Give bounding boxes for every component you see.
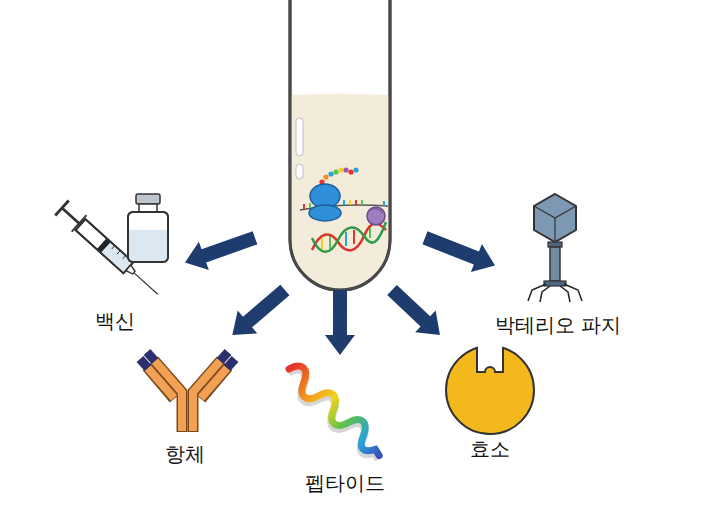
block-arrow xyxy=(387,285,440,335)
peptide-node: 펩타이드 xyxy=(285,355,405,500)
block-arrow xyxy=(185,231,257,270)
block-arrow xyxy=(325,290,355,355)
vaccine-node: 백신 xyxy=(45,190,185,335)
block-arrow xyxy=(422,231,495,272)
antibody xyxy=(140,352,235,432)
item-label: 항체 xyxy=(130,441,240,467)
vaccine-vial xyxy=(128,194,168,262)
glass-highlight xyxy=(296,118,303,156)
polymerase xyxy=(367,207,385,225)
culture-medium xyxy=(292,94,389,289)
test-tube-node xyxy=(255,0,425,290)
block-arrow xyxy=(232,285,289,335)
peptide-helix xyxy=(280,361,390,464)
enzyme xyxy=(446,343,534,434)
item-label: 백신 xyxy=(45,308,185,334)
dna-helix xyxy=(312,222,386,252)
bacteriophage xyxy=(528,194,582,302)
bacteriophage-node: 박테리오 파지 xyxy=(495,190,620,335)
glass-highlight xyxy=(296,164,303,179)
polypeptide-chain xyxy=(319,167,358,184)
item-label: 박테리오 파지 xyxy=(495,312,620,338)
ribosome xyxy=(309,184,341,221)
test-tube xyxy=(290,0,390,290)
enzyme-node: 효소 xyxy=(435,335,545,470)
antibody-node: 항체 xyxy=(130,335,240,470)
item-label: 효소 xyxy=(435,436,545,462)
item-label: 펩타이드 xyxy=(285,470,405,496)
